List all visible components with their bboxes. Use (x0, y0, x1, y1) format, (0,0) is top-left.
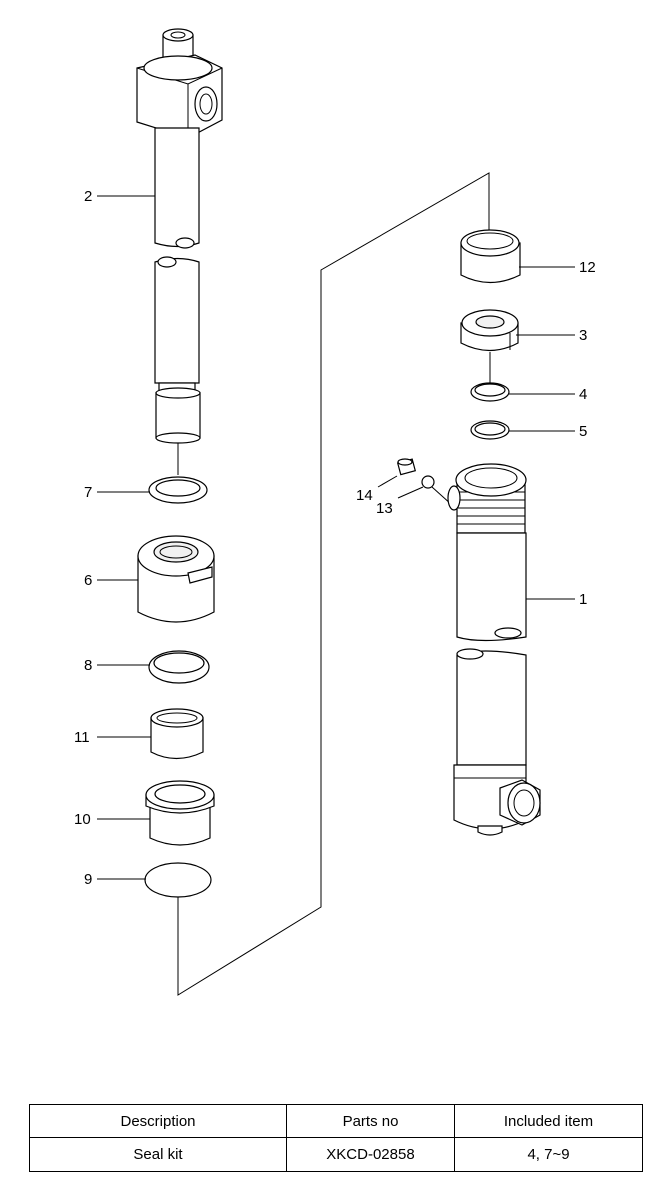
callout-7: 7 (84, 484, 92, 501)
table-header-row: Description Parts no Included item (29, 1104, 643, 1138)
callout-14: 14 (356, 487, 373, 504)
table-row: Seal kit XKCD-02858 4, 7~9 (29, 1137, 643, 1172)
part-8-ring (148, 650, 210, 684)
callout-3: 3 (579, 327, 587, 344)
callout-2: 2 (84, 188, 92, 205)
part-13-ball (421, 475, 435, 489)
assembly-guide-line (177, 172, 490, 996)
callout-12: 12 (579, 259, 596, 276)
part-9-o-ring (144, 862, 212, 898)
part-12-bushing (460, 229, 521, 284)
part-1-cylinder-tube (447, 463, 541, 836)
part-2-rod (136, 28, 223, 475)
part-10-flanged-bushing (145, 780, 215, 846)
callout-1: 1 (579, 591, 587, 608)
cell-parts-no: XKCD-02858 (286, 1137, 455, 1172)
header-included-item: Included item (454, 1104, 643, 1138)
part-4-ring (470, 382, 510, 402)
callout-9: 9 (84, 871, 92, 888)
callout-10: 10 (74, 811, 91, 828)
part-7-seal-ring (148, 476, 208, 504)
cell-included-item: 4, 7~9 (454, 1137, 643, 1172)
callout-5: 5 (579, 423, 587, 440)
leader-lines (97, 195, 575, 880)
part-11-bushing (150, 708, 204, 760)
part-5-snap-ring (470, 420, 510, 440)
callout-8: 8 (84, 657, 92, 674)
callout-4: 4 (579, 386, 587, 403)
callout-6: 6 (84, 572, 92, 589)
part-6-gland (137, 535, 215, 623)
callout-11: 11 (74, 729, 90, 746)
part-3-nut (460, 309, 519, 352)
header-description: Description (29, 1104, 287, 1138)
seal-kit-table: Description Parts no Included item Seal … (29, 1104, 643, 1172)
exploded-parts-diagram: 2 7 6 8 11 10 9 12 3 4 5 1 14 13 (74, 28, 596, 996)
cell-description: Seal kit (29, 1137, 287, 1172)
header-parts-no: Parts no (286, 1104, 455, 1138)
part-14-grease-nipple (396, 458, 417, 476)
callout-13: 13 (376, 500, 393, 517)
